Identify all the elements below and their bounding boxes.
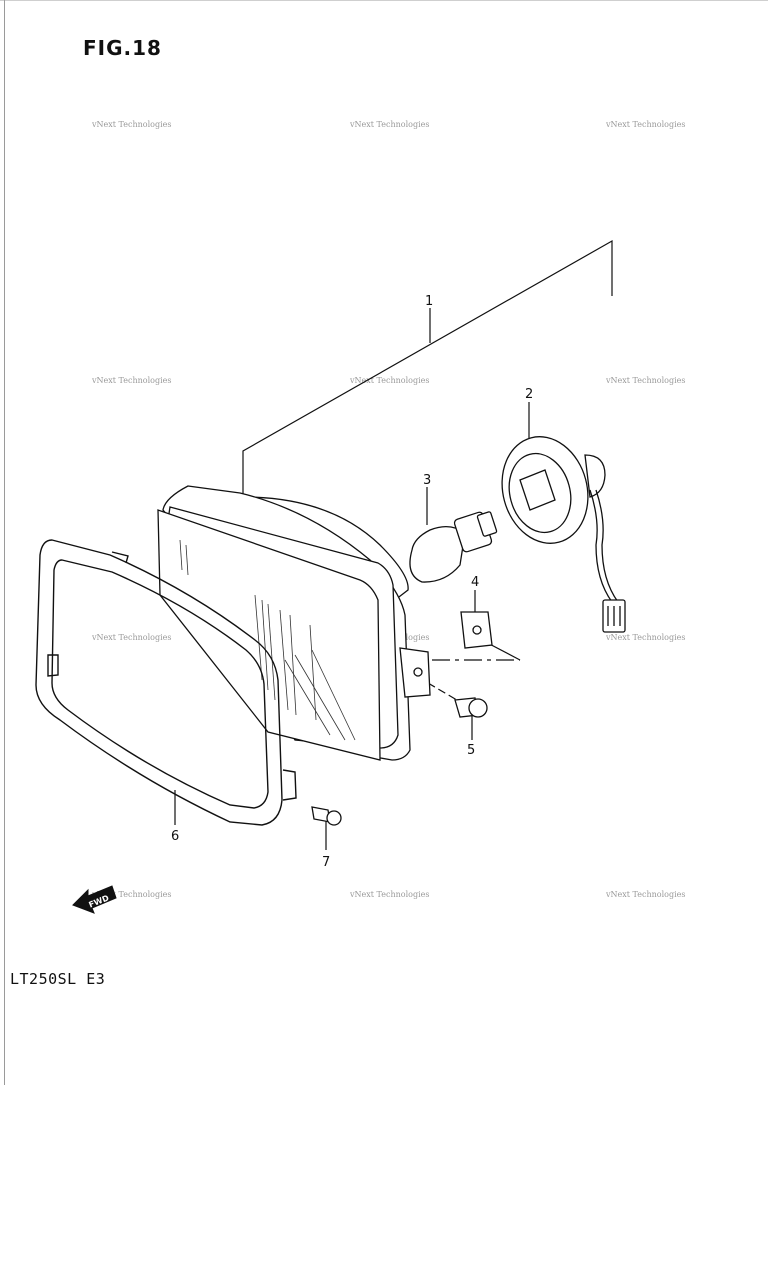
socket-contacts xyxy=(519,469,556,511)
mount-hole xyxy=(413,667,423,677)
assembly-bracket-line xyxy=(242,239,613,497)
watermark: vNext Technologies xyxy=(605,633,685,642)
headlamp-unit xyxy=(157,485,431,761)
page-top-border xyxy=(0,0,768,1)
callout-5: 5 xyxy=(467,743,475,758)
watermark: vNext Technologies xyxy=(605,376,685,385)
fwd-arrow-icon xyxy=(72,885,117,914)
watermark: vNext Technologies xyxy=(605,120,685,129)
watermark: vNext Technologies xyxy=(91,890,171,899)
rim-inner xyxy=(51,559,269,809)
rim-left-clip xyxy=(47,654,59,677)
screw-head xyxy=(468,698,488,718)
callout-7: 7 xyxy=(322,855,330,870)
callout-3: 3 xyxy=(423,473,431,488)
socket-collar xyxy=(584,454,606,498)
rim-right-tab xyxy=(282,769,297,801)
screw xyxy=(454,697,488,718)
callout-2: 2 xyxy=(525,387,533,402)
bulb-socket xyxy=(501,436,626,633)
watermark: vNext Technologies xyxy=(91,376,171,385)
watermark: vNext Technologies xyxy=(91,120,171,129)
watermark: vNext Technologies xyxy=(91,633,171,642)
figure-title: FIG.18 xyxy=(83,36,162,60)
watermark: vNext Technologies xyxy=(349,120,429,129)
small-screw xyxy=(311,806,342,826)
watermark: vNext Technologies xyxy=(349,890,429,899)
nut xyxy=(460,611,493,649)
bulb-contact xyxy=(476,511,498,537)
callout-6: 6 xyxy=(171,829,179,844)
watermark: vNext Technologies xyxy=(605,890,685,899)
rim-top-tab xyxy=(111,551,129,564)
page-left-border xyxy=(4,0,5,1085)
screw-axis-line xyxy=(427,682,463,704)
headlamp-lens xyxy=(157,509,381,761)
bulb xyxy=(409,511,498,583)
lens-texture xyxy=(179,539,356,741)
callout-labels: 1 2 3 4 5 6 7 xyxy=(171,294,533,870)
small-screw-head xyxy=(326,810,342,826)
watermark: vNext Technologies xyxy=(349,376,429,385)
model-code: LT250SL E3 xyxy=(10,970,106,988)
callout-4: 4 xyxy=(471,575,479,590)
rim-outer xyxy=(35,539,283,826)
headlamp-rim xyxy=(35,539,297,826)
socket-wire-2 xyxy=(595,489,619,603)
bulb-glass xyxy=(409,526,466,583)
leader-lines xyxy=(174,239,613,850)
nut-hole xyxy=(472,625,482,635)
callout-1: 1 xyxy=(425,294,433,309)
socket-wire xyxy=(589,489,613,603)
